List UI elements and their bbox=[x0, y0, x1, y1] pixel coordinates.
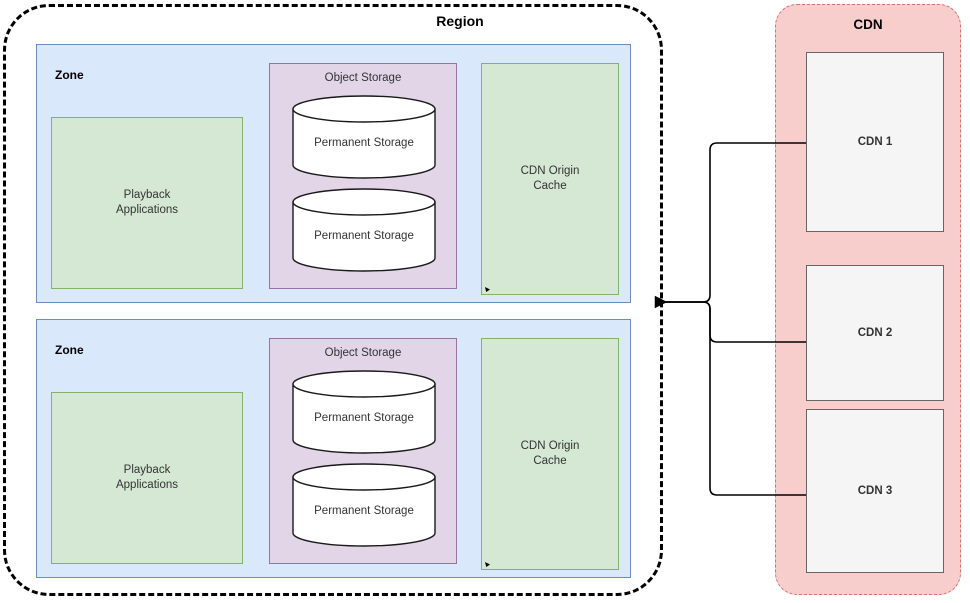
database-cylinder-icon bbox=[292, 463, 436, 547]
object-storage-group-2: Object Storage Permanent Storage Permane… bbox=[269, 338, 457, 564]
endpoint-marker-icon bbox=[485, 562, 490, 567]
cdn-title: CDN bbox=[853, 17, 883, 32]
region-title: Region bbox=[436, 13, 484, 29]
permanent-storage-cylinder-2a[interactable]: Permanent Storage bbox=[292, 370, 436, 454]
playback-applications-label-1: Playback Applications bbox=[115, 188, 178, 216]
cdn-origin-cache-1[interactable]: CDN Origin Cache bbox=[481, 63, 619, 295]
permanent-storage-cylinder-1b[interactable]: Permanent Storage bbox=[292, 188, 436, 272]
zone-container-1: Zone Playback Applications Object Storag… bbox=[36, 44, 631, 303]
cdn-node-3[interactable]: CDN 3 bbox=[806, 409, 944, 573]
playback-applications-2[interactable]: Playback Applications bbox=[51, 392, 243, 564]
zone-container-2: Zone Playback Applications Object Storag… bbox=[36, 319, 631, 578]
permanent-storage-cylinder-1a[interactable]: Permanent Storage bbox=[292, 95, 436, 179]
object-storage-group-1: Object Storage Permanent Storage Permane… bbox=[269, 63, 457, 289]
playback-applications-1[interactable]: Playback Applications bbox=[51, 117, 243, 289]
cdn-origin-cache-label-1: CDN Origin Cache bbox=[520, 164, 580, 192]
database-cylinder-icon bbox=[292, 188, 436, 272]
permanent-storage-cylinder-2b[interactable]: Permanent Storage bbox=[292, 463, 436, 547]
cdn-node-2[interactable]: CDN 2 bbox=[806, 265, 944, 401]
cdn-node-1[interactable]: CDN 1 bbox=[806, 52, 944, 232]
endpoint-marker-icon bbox=[485, 287, 490, 292]
database-cylinder-icon bbox=[292, 95, 436, 179]
playback-applications-label-2: Playback Applications bbox=[115, 463, 178, 491]
cdn-origin-cache-label-2: CDN Origin Cache bbox=[520, 439, 580, 467]
zone-label-2: Zone bbox=[55, 343, 84, 357]
cdn-origin-cache-2[interactable]: CDN Origin Cache bbox=[481, 338, 619, 570]
object-storage-label-1: Object Storage bbox=[324, 72, 402, 84]
zone-label-1: Zone bbox=[55, 68, 84, 82]
object-storage-label-2: Object Storage bbox=[324, 347, 402, 359]
database-cylinder-icon bbox=[292, 370, 436, 454]
